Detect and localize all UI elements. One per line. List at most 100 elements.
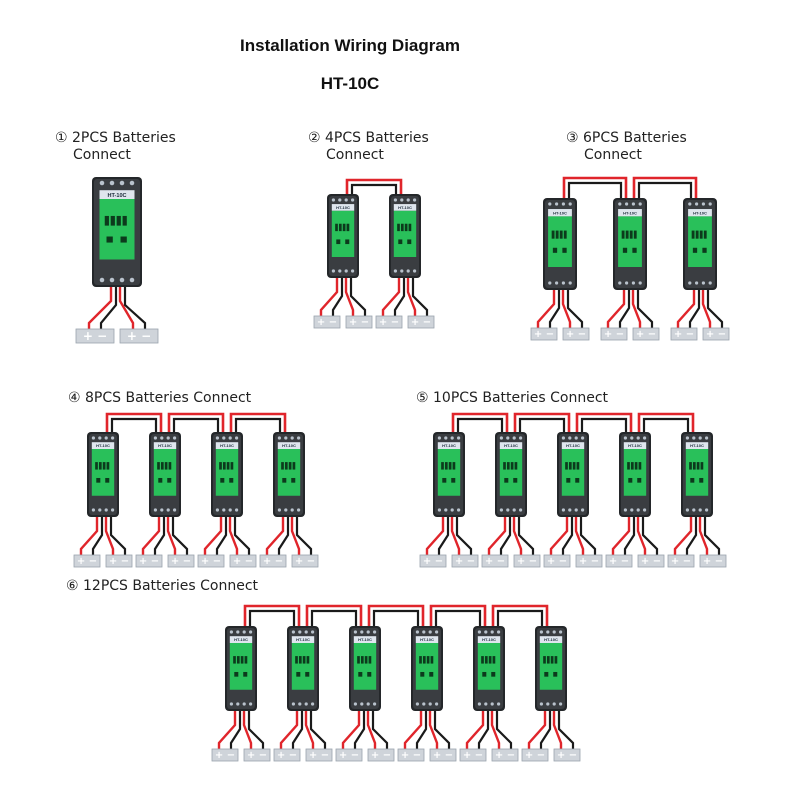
terminal-dot bbox=[638, 202, 642, 206]
terminal-dot bbox=[643, 508, 647, 512]
terminal-dot bbox=[297, 508, 301, 512]
terminal-dot bbox=[98, 508, 102, 512]
monitor-device: HT-10C bbox=[411, 626, 443, 711]
battery-body bbox=[670, 327, 698, 341]
battery-wire-red bbox=[403, 711, 423, 749]
battery-terminal-label: + − bbox=[263, 556, 283, 567]
terminal-dot bbox=[705, 508, 709, 512]
terminal-dot bbox=[688, 281, 692, 285]
terminal-dot bbox=[229, 630, 233, 634]
diagram-title: Installation Wiring Diagram bbox=[240, 36, 460, 55]
device-header-strip bbox=[561, 442, 585, 449]
terminal-dot bbox=[215, 508, 219, 512]
screen-bar bbox=[627, 462, 630, 470]
screen-bar bbox=[164, 462, 168, 470]
monitor-device: HT-10C bbox=[495, 432, 527, 517]
battery-wire-red bbox=[242, 711, 253, 749]
screen-bar bbox=[543, 656, 546, 664]
screen-bar bbox=[368, 656, 372, 664]
battery: + − bbox=[243, 748, 271, 762]
battery-wire-black bbox=[153, 517, 166, 555]
battery-wire-black bbox=[353, 711, 366, 749]
battery-terminal-label: + − bbox=[433, 750, 453, 761]
bus-wire-black bbox=[110, 417, 158, 432]
device-screen bbox=[685, 449, 709, 496]
device-screen bbox=[291, 643, 315, 690]
terminal-dot bbox=[450, 436, 454, 440]
screen-bar bbox=[448, 462, 452, 470]
battery-body bbox=[481, 554, 509, 568]
battery-terminal-label: + − bbox=[77, 556, 97, 567]
battery-wire-black bbox=[437, 517, 450, 555]
battery-wire-black bbox=[636, 290, 654, 328]
screen-digit bbox=[566, 477, 571, 483]
monitor-device: HT-10C bbox=[92, 177, 142, 287]
terminal-dot bbox=[415, 630, 419, 634]
terminal-dot bbox=[235, 436, 239, 440]
terminal-dot bbox=[291, 630, 295, 634]
battery: + − bbox=[259, 554, 287, 568]
battery-body bbox=[513, 554, 541, 568]
terminal-dot bbox=[477, 702, 481, 706]
battery-terminal-label: + − bbox=[525, 750, 545, 761]
config-caption-3: ③ 6PCS Batteries Connect bbox=[566, 130, 687, 164]
terminal-dot bbox=[242, 702, 246, 706]
battery-terminal-label: + − bbox=[317, 317, 337, 328]
screen-bar bbox=[360, 656, 364, 664]
screen-digit bbox=[513, 477, 518, 483]
terminal-dot bbox=[568, 281, 572, 285]
device-header-strip bbox=[623, 442, 647, 449]
battery-wire-red bbox=[606, 290, 626, 328]
battery-wire-red bbox=[549, 517, 569, 555]
terminal-dot bbox=[705, 436, 709, 440]
screen-bar bbox=[106, 462, 110, 470]
terminal-dot bbox=[708, 281, 712, 285]
battery-body bbox=[459, 748, 487, 762]
device-header-strip bbox=[688, 209, 712, 217]
battery-wire-black bbox=[618, 290, 631, 328]
screen-digit bbox=[442, 477, 447, 483]
bus-wire-red bbox=[167, 412, 225, 432]
battery-body bbox=[543, 554, 571, 568]
config-caption-1: ① 2PCS Batteries Connect bbox=[55, 130, 176, 164]
screen-digit bbox=[504, 477, 509, 483]
battery-wire-red bbox=[611, 517, 631, 555]
screen-digit bbox=[575, 477, 580, 483]
bus-wire-red bbox=[243, 604, 301, 626]
bus-wire-red bbox=[429, 604, 487, 626]
terminal-dot bbox=[119, 180, 125, 186]
screen-bar bbox=[621, 230, 625, 239]
battery: + − bbox=[667, 554, 695, 568]
screen-digit bbox=[96, 477, 101, 483]
battery-terminal-label: + − bbox=[706, 329, 726, 340]
battery-terminal-label: + − bbox=[547, 556, 567, 567]
terminal-dot bbox=[331, 198, 335, 202]
screen-bar bbox=[550, 656, 554, 664]
battery-wire-red bbox=[698, 517, 709, 555]
battery-wire-black bbox=[233, 517, 251, 555]
battery-wire-red bbox=[574, 517, 585, 555]
terminal-dot bbox=[618, 281, 622, 285]
monitor-device: HT-10C bbox=[557, 432, 589, 517]
terminal-dot bbox=[519, 436, 523, 440]
battery: + − bbox=[491, 748, 519, 762]
battery-wire-red bbox=[290, 517, 301, 555]
bus-wire-black bbox=[580, 417, 628, 432]
terminal-dot bbox=[581, 508, 585, 512]
battery-terminal-label: + − bbox=[411, 317, 431, 328]
screen-digit bbox=[552, 247, 558, 253]
device-header-strip bbox=[618, 209, 642, 217]
terminal-dot bbox=[457, 508, 461, 512]
screen-bar bbox=[568, 462, 572, 470]
battery: + − bbox=[397, 748, 425, 762]
screen-bar bbox=[298, 656, 302, 664]
device-screen bbox=[499, 449, 523, 496]
battery-wire-black bbox=[91, 517, 104, 555]
battery-terminal-label: + − bbox=[495, 750, 515, 761]
device-model-label: HT-10C bbox=[398, 205, 412, 210]
monitor-device: HT-10C bbox=[681, 432, 713, 517]
device-model-label: HT-10C bbox=[358, 637, 372, 642]
battery-wire-black bbox=[706, 290, 724, 328]
battery-body bbox=[632, 327, 660, 341]
bus-wire-black bbox=[372, 609, 420, 626]
